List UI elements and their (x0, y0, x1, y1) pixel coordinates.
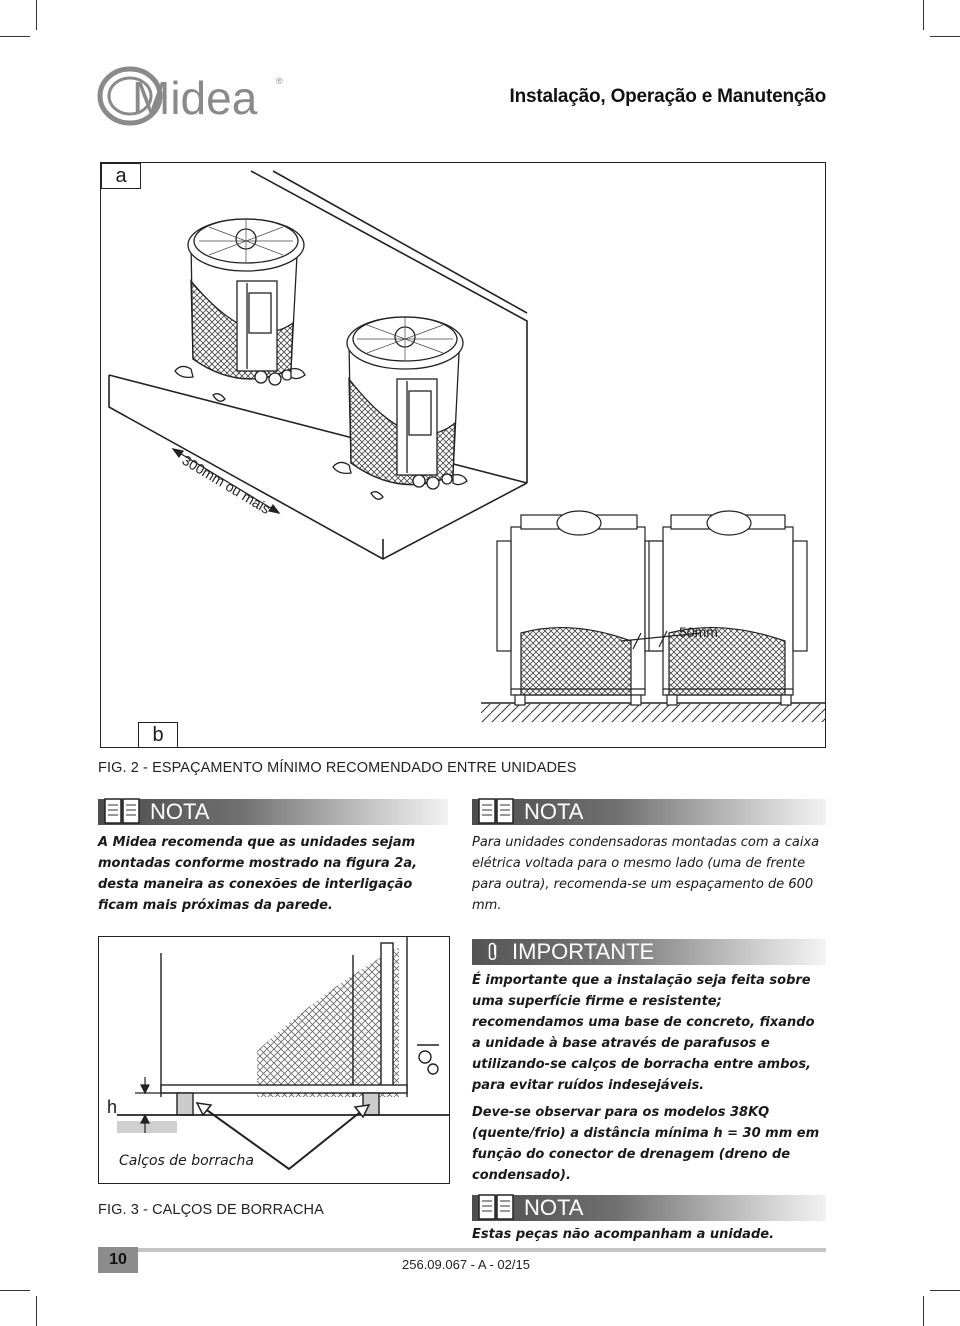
note-bottom-text: Estas peças não acompanham a unidade. (472, 1224, 826, 1245)
crop-mark (0, 36, 30, 37)
crop-mark (36, 1296, 37, 1326)
ground-line (481, 702, 825, 722)
condenser-unit-b-left (496, 510, 660, 706)
paperclip-icon (488, 942, 497, 961)
panel-a-label: a (101, 163, 141, 189)
important-paragraph-1: É importante que a instalação seja feita… (472, 973, 815, 1093)
figure-3-frame: h Calços de borracha (98, 936, 450, 1184)
note-left-paragraph: A Midea recomenda que as unidades sejam … (98, 835, 418, 913)
note-right-header: NOTA (472, 796, 826, 826)
document-code: 256.09.067 - A - 02/15 (402, 1257, 530, 1272)
crop-mark (0, 1290, 30, 1291)
page-number: 10 (98, 1247, 138, 1273)
svg-text:®: ® (276, 76, 283, 86)
crop-mark (923, 1296, 924, 1326)
midea-logo: Midea ® (97, 66, 283, 126)
note-bottom-header: NOTA (472, 1192, 826, 1222)
figure-2-caption: FIG. 2 - ESPAÇAMENTO MÍNIMO RECOMENDADO … (98, 760, 577, 776)
condenser-unit-2 (332, 316, 468, 500)
important-paragraph-2: Deve-se observar para os modelos 38KQ (q… (472, 1105, 820, 1183)
note-left-title: NOTA (150, 799, 210, 824)
book-icon (104, 798, 140, 824)
figure-2-frame: 300mm ou mais (100, 162, 826, 748)
crop-mark (930, 1290, 960, 1291)
note-left-text: A Midea recomenda que as unidades sejam … (98, 832, 456, 916)
important-title: IMPORTANTE (512, 939, 655, 964)
clearance-label: 300mm ou mais (179, 452, 273, 517)
clearance-dimension (171, 448, 281, 514)
document-title: Instalação, Operação e Manutenção (509, 86, 826, 107)
condenser-unit-b-right (648, 510, 808, 706)
important-header: IMPORTANTE (472, 936, 826, 966)
condenser-unit-1 (174, 218, 306, 402)
note-right-paragraph: Para unidades condensadoras montadas com… (472, 835, 820, 913)
note-right-title: NOTA (524, 799, 584, 824)
figure-3-caption: FIG. 3 - CALÇOS DE BORRACHA (98, 1202, 324, 1218)
note-left-header: NOTA (98, 796, 448, 826)
book-icon (478, 798, 514, 824)
height-label: h (107, 1097, 118, 1117)
wall-and-slab (108, 170, 528, 560)
panel-b-label: b (138, 722, 178, 748)
brand-wordmark: Midea (132, 72, 258, 124)
rubber-pads-label: Calços de borracha (119, 1153, 254, 1169)
figure-2-illustration: 300mm ou mais (108, 170, 825, 722)
note-bottom-title: NOTA (524, 1195, 584, 1220)
figure-3-illustration (117, 937, 449, 1171)
important-text: É importante que a instalação seja feita… (472, 970, 826, 1186)
note-bottom-paragraph: Estas peças não acompanham a unidade. (472, 1227, 775, 1242)
book-icon (478, 1194, 514, 1220)
crop-mark (36, 0, 37, 30)
footer-rule (138, 1248, 826, 1252)
gap-dimension (620, 630, 702, 650)
note-right-text: Para unidades condensadoras montadas com… (472, 832, 826, 916)
crop-mark (923, 0, 924, 30)
gap-label: 50mm (679, 624, 718, 640)
crop-mark (930, 36, 960, 37)
